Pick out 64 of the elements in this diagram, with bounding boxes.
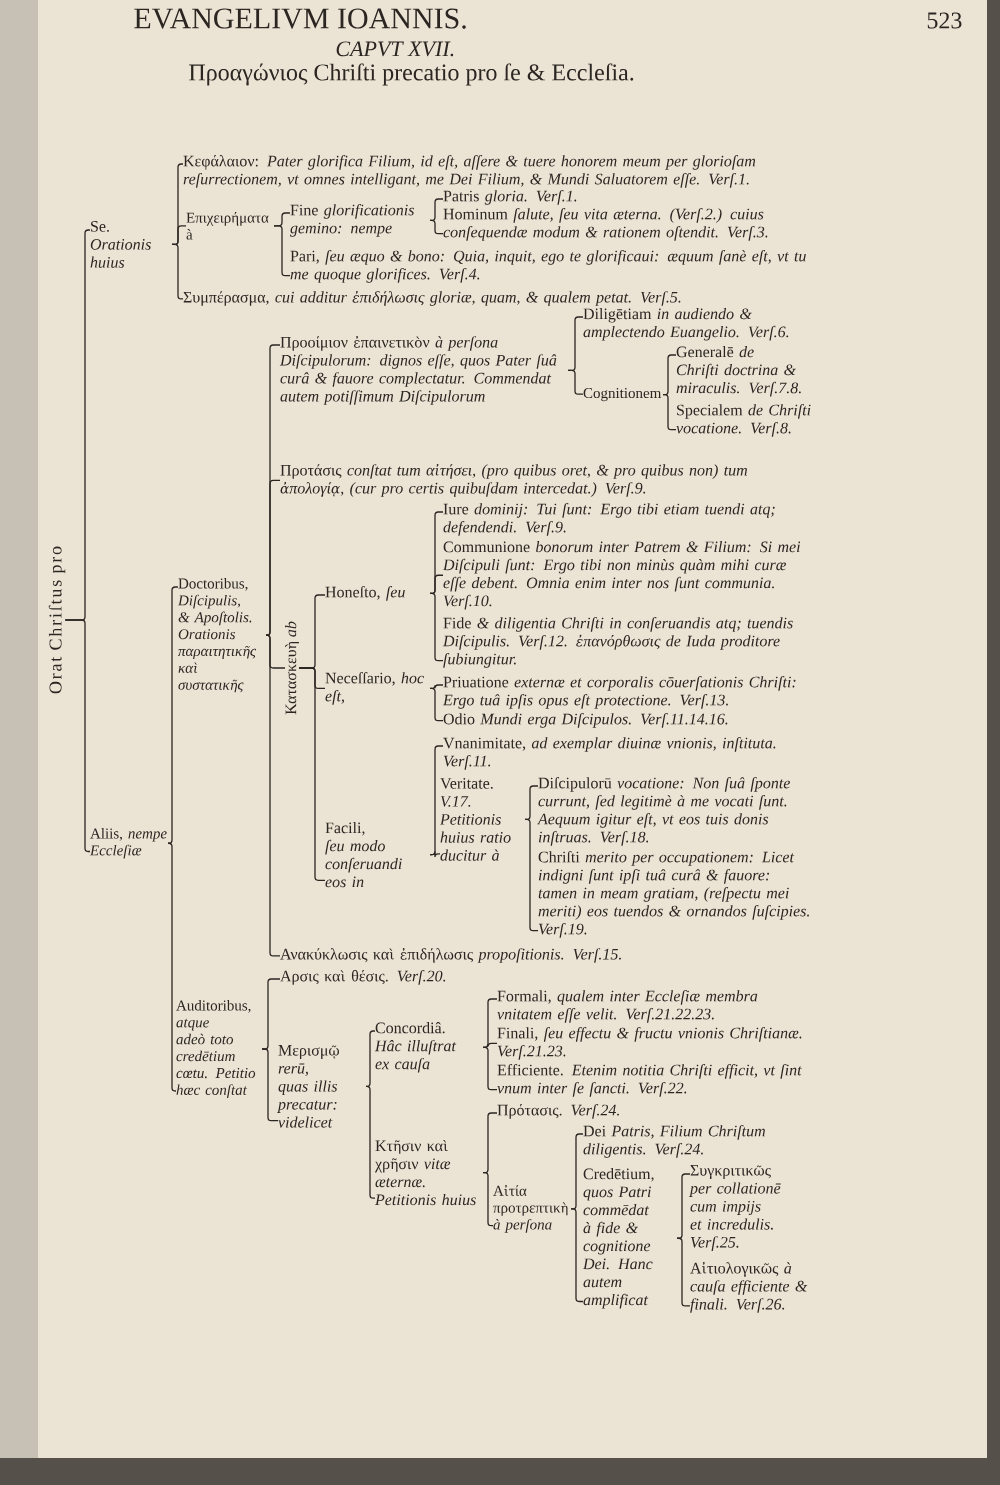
outline-entry: Odio Mundi erga Diſcipulos. Verſ.11.14.16. [443, 713, 728, 728]
outline-entry: Hominum ſalute, ſeu vita æterna. (Verſ.2.) cuius conſequendæ modum & rationem oſtendit. Verſ.3. [443, 208, 768, 241]
outline-entry: Πρότασις. Verſ.24. [497, 1104, 619, 1119]
outline-entry: Priuatione externæ et corporalis cōuerſationis Chriſti: Ergo tuâ ipſis opus eſt protectione. Verſ.13. [442, 676, 796, 709]
outline-entry: Συγκριτικῶς per collationē cum impijs et incredulis. Verſ.25. [689, 1165, 781, 1251]
outline-entry: Doctoribus, Diſcipulis, & Apoſtolis. Orationis παραιτητικῆς καὶ συστατικῆς [177, 578, 257, 693]
outline-entry: Chriſti merito per occupationem: Licet indigni ſunt ipſi tuâ curâ & fauore: tamen in meam gratiam, (reſpectu mei meriti) eos tuendos & ornandos ſuſcipies. Verſ.19. [538, 851, 809, 938]
title: Προαγώνιος Chriſti precatio pro ſe & Eccleſia. [189, 63, 634, 86]
chapter-heading: CAPVT XVII. [336, 41, 454, 57]
outline-entry: Generalē de Chriſti doctrina & miraculis. Verſ.7.8. [676, 346, 801, 397]
page-number: 523 [927, 12, 962, 29]
vertical-heading: Κατασκευὴ ab [285, 621, 299, 715]
outline-entry: Προτάσις conſtat tum αἰτήσει, (pro quibus oret, & pro quibus non) tum ἀπολογίᾳ, (cur pro certis quibuſdam intercedat.) Verſ.9. [280, 464, 748, 497]
outline-entry: Communione bonorum inter Patrem & Filium: Si mei Diſcipuli ſunt: Ergo tibi non minùs quàm mihi curæ eſſe debent. Omnia enim inter nos ſunt communia. Verſ.10. [442, 541, 801, 610]
vertical-heading: Orat Chriſtus pro [48, 546, 66, 694]
outline-entry: Specialem de Chriſti vocatione. Verſ.8. [676, 404, 811, 437]
brace [482, 1046, 498, 1091]
outline-entry: Diſcipulorū vocatione: Non ſuâ ſponte currunt, ſed legitimè à me vocati ſunt. Aequum igitur eſt, vt eos tuis donis inſtruas. Verſ.18. [537, 777, 791, 846]
outline-entry: Επιχειρήματα à [186, 212, 269, 240]
outline-entry: Se. Orationis huius [90, 221, 151, 268]
brace [167, 842, 177, 1092]
outline-entry: Facili, ſeu modo conſeruandi eos in [325, 822, 402, 888]
outline-entry: Αἰτία προτρεπτικὴ à perſona [493, 1185, 568, 1233]
outline-entry: Formali, qualem inter Eccleſiæ membra vnitatem eſſe velit. Verſ.21.22.23. [497, 990, 758, 1023]
outline-entry: Μερισμῷ rerū, quas illis precatur: videlicet [277, 1045, 339, 1128]
outline-entry: Iure dominij: Tui ſunt: Ergo tibi etiam tuendi atq; defendendi. Verſ.9. [443, 503, 775, 536]
brace [167, 586, 179, 844]
running-head: EVANGELIVM IOANNIS. [134, 8, 466, 29]
outline-entry: Diligētiam in audiendo & amplectendo Euangelio. Verſ.6. [583, 308, 789, 341]
brace [365, 1030, 376, 1087]
outline-entry: Vnanimitate, ad exemplar diuinæ vnionis, inſtituta. Verſ.11. [443, 737, 776, 770]
brace [171, 243, 184, 300]
outline-entry: Concordiâ. Hâc illuſtrat ex cauſa [374, 1022, 457, 1073]
outline-entry: Veritate. V.17. Petitionis huius ratio ducitur à [439, 778, 511, 861]
brace [482, 1171, 494, 1227]
outline-entry: Προοίμιον ἐπαινετικὸν à perſona Diſcipulorum: dignos eſſe, quos Pater ſuâ curâ & fauore complectatur. Commendat autem potiſſimum Diſcipulorum [279, 336, 557, 405]
brace [365, 1085, 376, 1199]
brace [429, 219, 444, 235]
brace [265, 479, 281, 636]
brace [64, 619, 91, 853]
outline-entry: Aliis, nempe Eccleſiæ [89, 828, 167, 859]
outline-entry: Patris gloria. Verſ.1. [443, 190, 577, 205]
outline-entry: Efficiente. Etenim notitia Chriſti efficit, vt ſint vnum inter ſe ſancti. Verſ.22. [497, 1064, 802, 1097]
outline-entry: Αρσις καὶ θέσις. Verſ.20. [280, 970, 446, 985]
brace [265, 634, 281, 957]
outline-entry: Neceſſario, hoc eſt, [325, 672, 424, 705]
brace [429, 850, 441, 858]
brace [429, 687, 444, 722]
brace [567, 369, 584, 395]
outline-entry: Κεφάλαιον: Pater glorifica Filium, id eſt, aſſere & tuere honorem meum per glorioſam reſurrectionem, vt omnes intelligant, me Dei Filium, & Mundi Saluatorem eſſe. Verſ.1. [183, 155, 756, 188]
outline-entry: Αἰτιολογικῶς à cauſa efficiente & finali. Verſ.26. [690, 1262, 808, 1313]
outline-entry: Dei Patris, Filium Chriſtum diligentis. Verſ.24. [583, 1125, 765, 1158]
outline-entry: Συμπέρασμα, cui additur ἐπιδήλωσις gloriæ, quam, & qualem petat. Verſ.5. [183, 291, 681, 306]
outline-entry: Fine glorificationis gemino: nempe [290, 204, 414, 237]
outline-entry: Credētium, quos Patri commēdat à fide & cognitione Dei. Hanc autem amplificat [582, 1168, 654, 1309]
outline-entry: Auditoribus, atque adeò toto credētium cœtu. Petitio hæc conſtat [176, 1000, 256, 1098]
outline-entry: Honeſto, ſeu [325, 586, 405, 601]
outline-entry: Pari, ſeu æquo & bono: Quia, inquit, ego te glorificaui: æquum ſanè eſt, vt tu me quoque glorifices. Verſ.4. [290, 250, 806, 283]
brace [429, 592, 444, 662]
outline-entry: Fide & diligentia Chriſti in conſeruandis atq; tuendis Diſcipulis. Verſ.12. ἐπανόρθωσις de Iuda proditore ſubiungitur. [442, 617, 793, 668]
outline-entry: Finali, ſeu effectu & fructu vnionis Chriſtianæ. Verſ.21.23. [497, 1027, 802, 1060]
outline-entry: Ανακύκλωσις καὶ ἐπιδήλωσις propoſitionis. Verſ.15. [280, 948, 621, 963]
outline-entry: Cognitionem [583, 388, 662, 402]
outline-entry: Κτῆσιν καὶ χρῆσιν vitæ æternæ. Petitionis huius [374, 1140, 476, 1206]
